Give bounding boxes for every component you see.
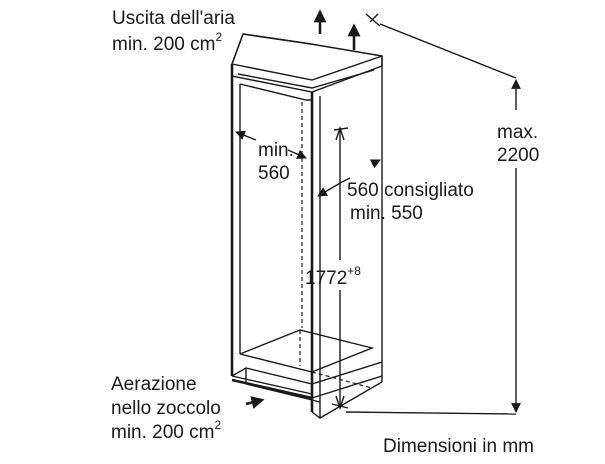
- depth-label-line2: min. 550: [350, 203, 423, 224]
- max-height-label-line1: max.: [497, 122, 538, 143]
- depth-dimension: [317, 159, 381, 197]
- units-caption: Dimensioni in mm: [383, 436, 534, 457]
- min-width-dimension: [235, 130, 307, 159]
- min-width-label-line1: min.: [258, 140, 294, 161]
- air-outlet-arrows: [313, 9, 381, 50]
- ventilation-arrow: [245, 396, 265, 409]
- depth-label-line1: 560 consigliato: [347, 180, 474, 201]
- ventilation-label-line1: Aerazione: [111, 374, 197, 395]
- air-outlet-label-line1: Uscita dell'aria: [112, 8, 235, 29]
- niche-height-label: 1772+8: [305, 264, 361, 289]
- ventilation-label-line2: nello zoccolo: [111, 398, 221, 419]
- cabinet-niche: [230, 33, 383, 419]
- niche-height-dimension: [331, 125, 349, 411]
- air-outlet-label-line2: min. 200 cm2: [112, 30, 222, 55]
- max-height-label-line2: 2200: [497, 145, 539, 166]
- ventilation-label-line3: min. 200 cm2: [111, 418, 221, 443]
- max-height-dimension: [345, 23, 521, 415]
- min-width-label-line2: 560: [258, 163, 290, 184]
